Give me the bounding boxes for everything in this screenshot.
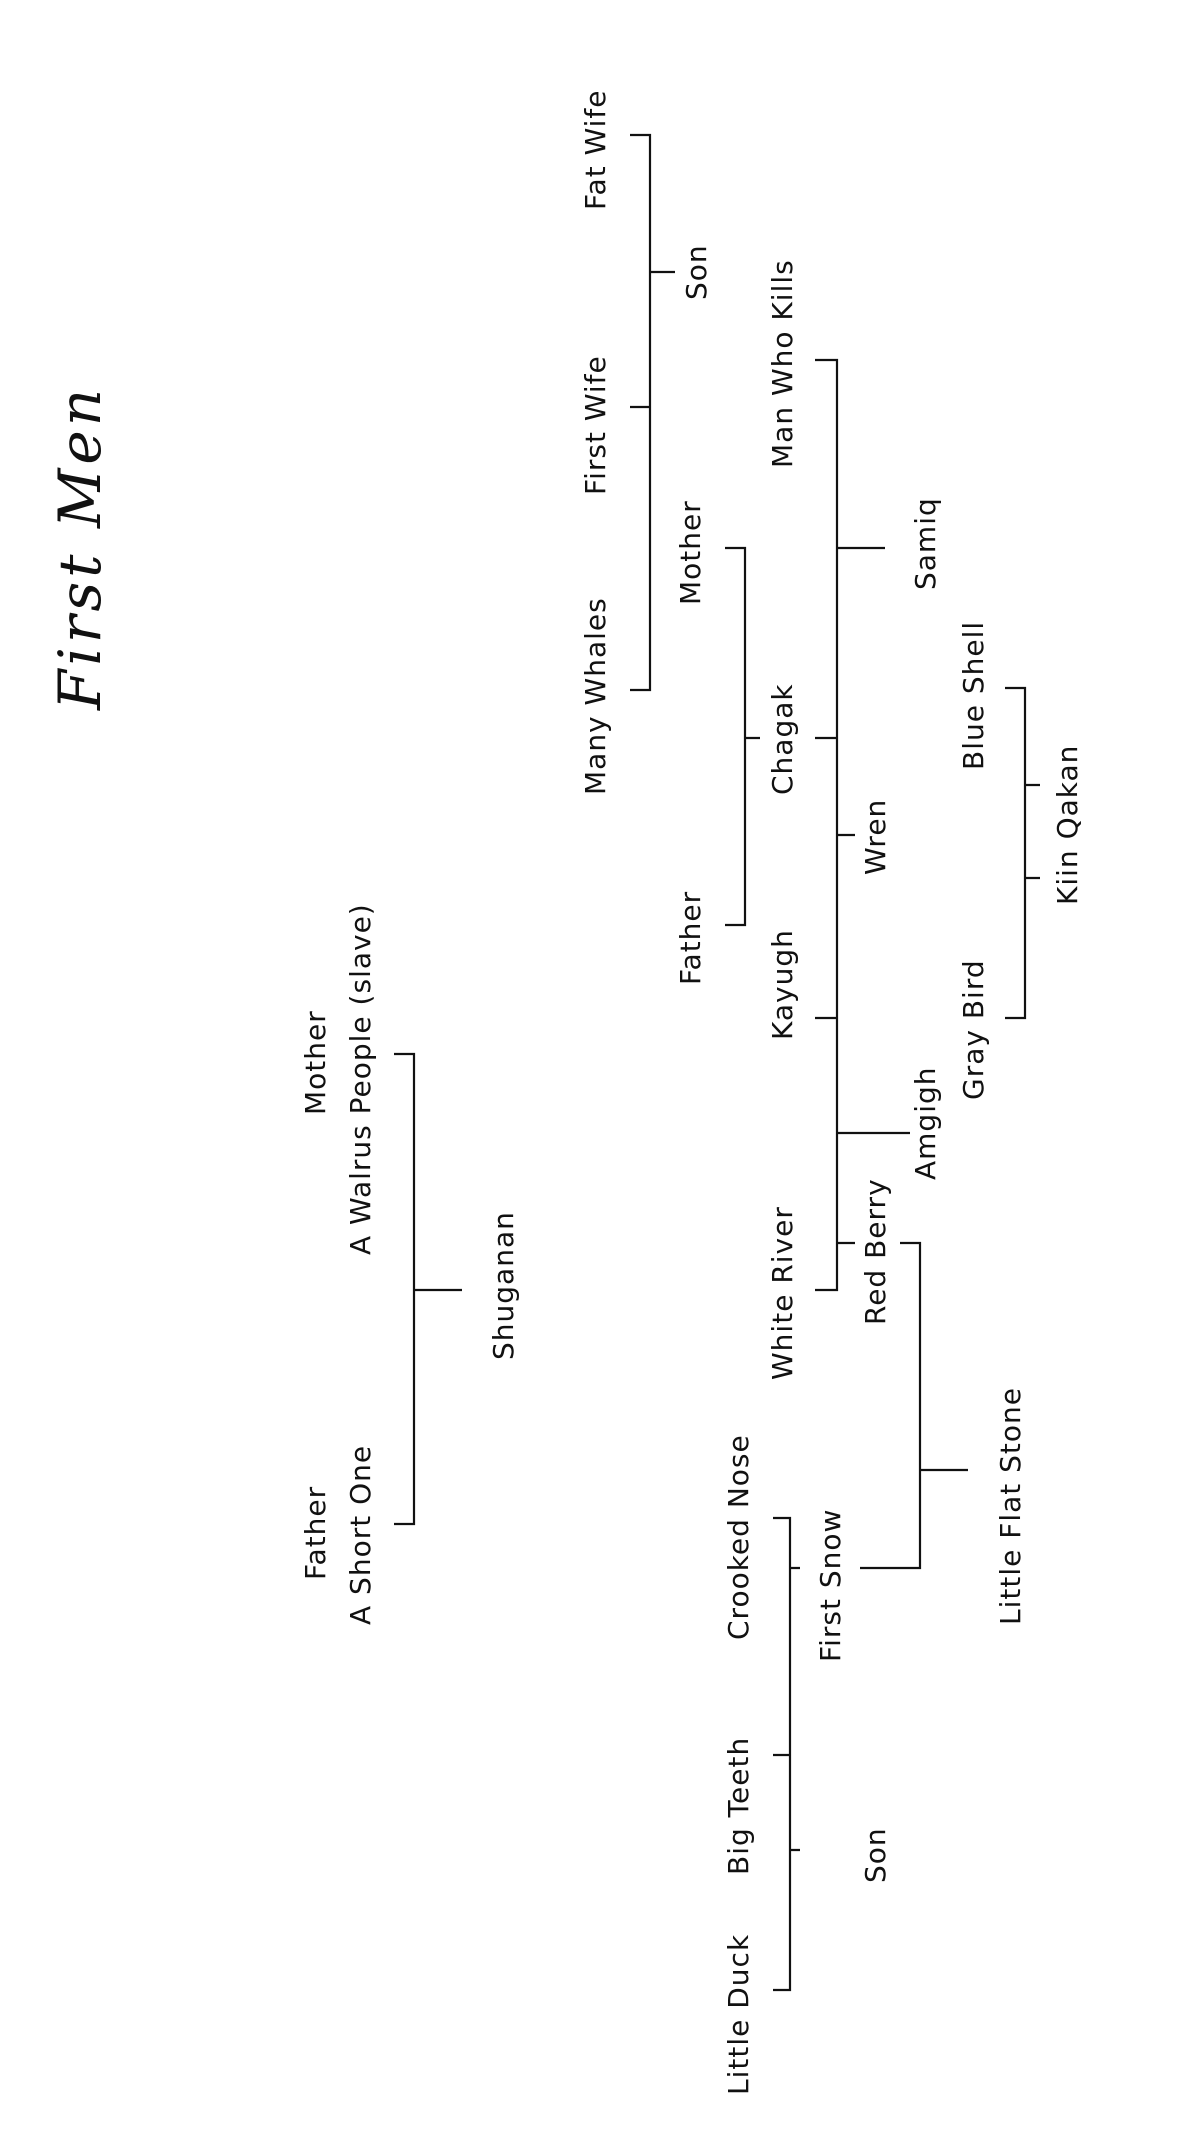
central-family: Man Who Kills Chagak Kayugh White River … <box>766 259 942 1380</box>
person-first-wife: First Wife <box>579 355 612 495</box>
person-crooked-nose: Crooked Nose <box>722 1434 755 1640</box>
crooked-nose-family: Crooked Nose Big Teeth Little Duck First… <box>722 1434 892 2095</box>
person-son: Son <box>680 244 713 300</box>
person-kayugh: Kayugh <box>766 929 799 1040</box>
person-gray-bird: Gray Bird <box>957 959 990 1100</box>
person-son-of-crooked-nose: Son <box>859 1827 892 1883</box>
person-shuganan-mother: Mother <box>299 1010 332 1115</box>
spouses-bracket <box>815 358 910 1292</box>
person-white-river: White River <box>766 1206 799 1380</box>
chagak-parents-bracket <box>725 546 760 927</box>
many-whales-family: Many Whales First Wife Fat Wife Son Moth… <box>579 89 713 795</box>
person-a-short-one: A Short One <box>344 1445 377 1625</box>
person-many-whales: Many Whales <box>579 597 612 795</box>
person-little-duck: Little Duck <box>722 1934 755 2095</box>
red-berry-first-snow-bracket <box>860 1241 968 1570</box>
person-samiq: Samiq <box>909 497 942 590</box>
person-wren: Wren <box>859 799 892 875</box>
person-fat-wife: Fat Wife <box>579 89 612 210</box>
person-little-flat-stone: Little Flat Stone <box>994 1387 1027 1625</box>
blue-shell-family: Blue Shell Kiin Qakan Gray Bird <box>957 621 1084 1100</box>
person-chagak-father: Father <box>674 891 707 985</box>
wives-bracket <box>630 133 675 692</box>
person-man-who-kills: Man Who Kills <box>766 259 799 468</box>
diagram-title: First Men <box>46 385 114 711</box>
person-red-berry: Red Berry <box>859 1178 892 1325</box>
wives-of-kayugh-bracket <box>1005 686 1040 1020</box>
shuganan-family: Father A Short One Mother A Walrus Peopl… <box>299 903 520 1625</box>
person-big-teeth: Big Teeth <box>722 1737 755 1875</box>
person-blue-shell: Blue Shell <box>957 621 990 770</box>
shuganan-parents-bracket <box>394 1052 462 1526</box>
person-shuganan: Shuganan <box>487 1211 520 1360</box>
crooked-nose-bracket <box>773 1516 800 1992</box>
person-first-snow: First Snow <box>814 1509 847 1662</box>
person-walrus-people: A Walrus People (slave) <box>344 903 377 1255</box>
person-kiin-qakan: Kiin Qakan <box>1051 745 1084 905</box>
red-berry-family: Little Flat Stone <box>860 1241 1027 1625</box>
chagak-parents: Father <box>674 546 760 985</box>
person-chagak: Chagak <box>766 683 799 795</box>
person-amgigh: Amgigh <box>909 1066 942 1180</box>
person-shuganan-father: Father <box>299 1486 332 1580</box>
person-chagak-mother: Mother <box>674 500 707 605</box>
